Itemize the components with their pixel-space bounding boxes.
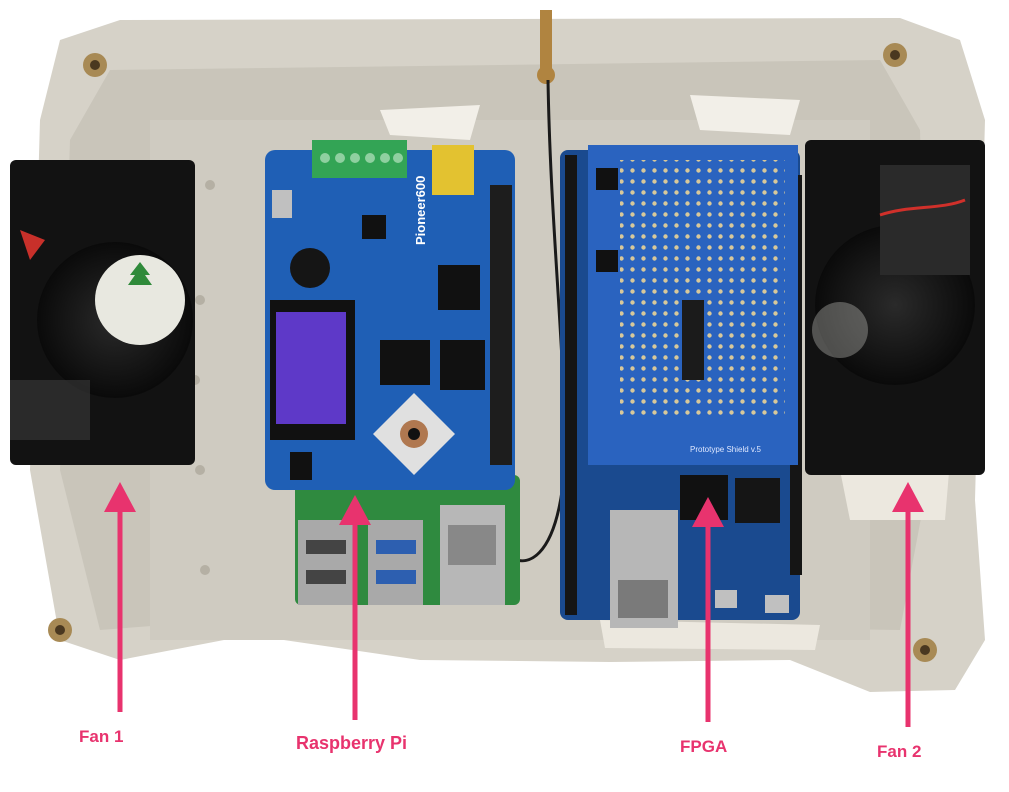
label-raspberry-pi: Raspberry Pi [296, 733, 408, 753]
annotation-arrows [104, 482, 924, 727]
label-fan-1: Fan 1 [79, 727, 124, 746]
raspberry-pi-board [295, 475, 520, 605]
fpga-board: Prototype Shield v.5 [560, 145, 802, 628]
fan-2 [805, 140, 985, 475]
fan-1-hub-sticker [95, 255, 185, 345]
label-fan-2: Fan 2 [877, 742, 922, 761]
button-2 [596, 250, 618, 272]
usb-port-2 [368, 520, 423, 605]
usb-port-1 [298, 520, 353, 605]
fan-1 [10, 160, 195, 465]
button-1 [596, 168, 618, 190]
pioneer600-hat: Pioneer600 [265, 140, 515, 490]
hat-name-text: Pioneer600 [413, 176, 428, 245]
label-fpga: FPGA [680, 737, 728, 756]
buzzer [290, 248, 330, 288]
shield-name-text: Prototype Shield v.5 [690, 445, 762, 454]
